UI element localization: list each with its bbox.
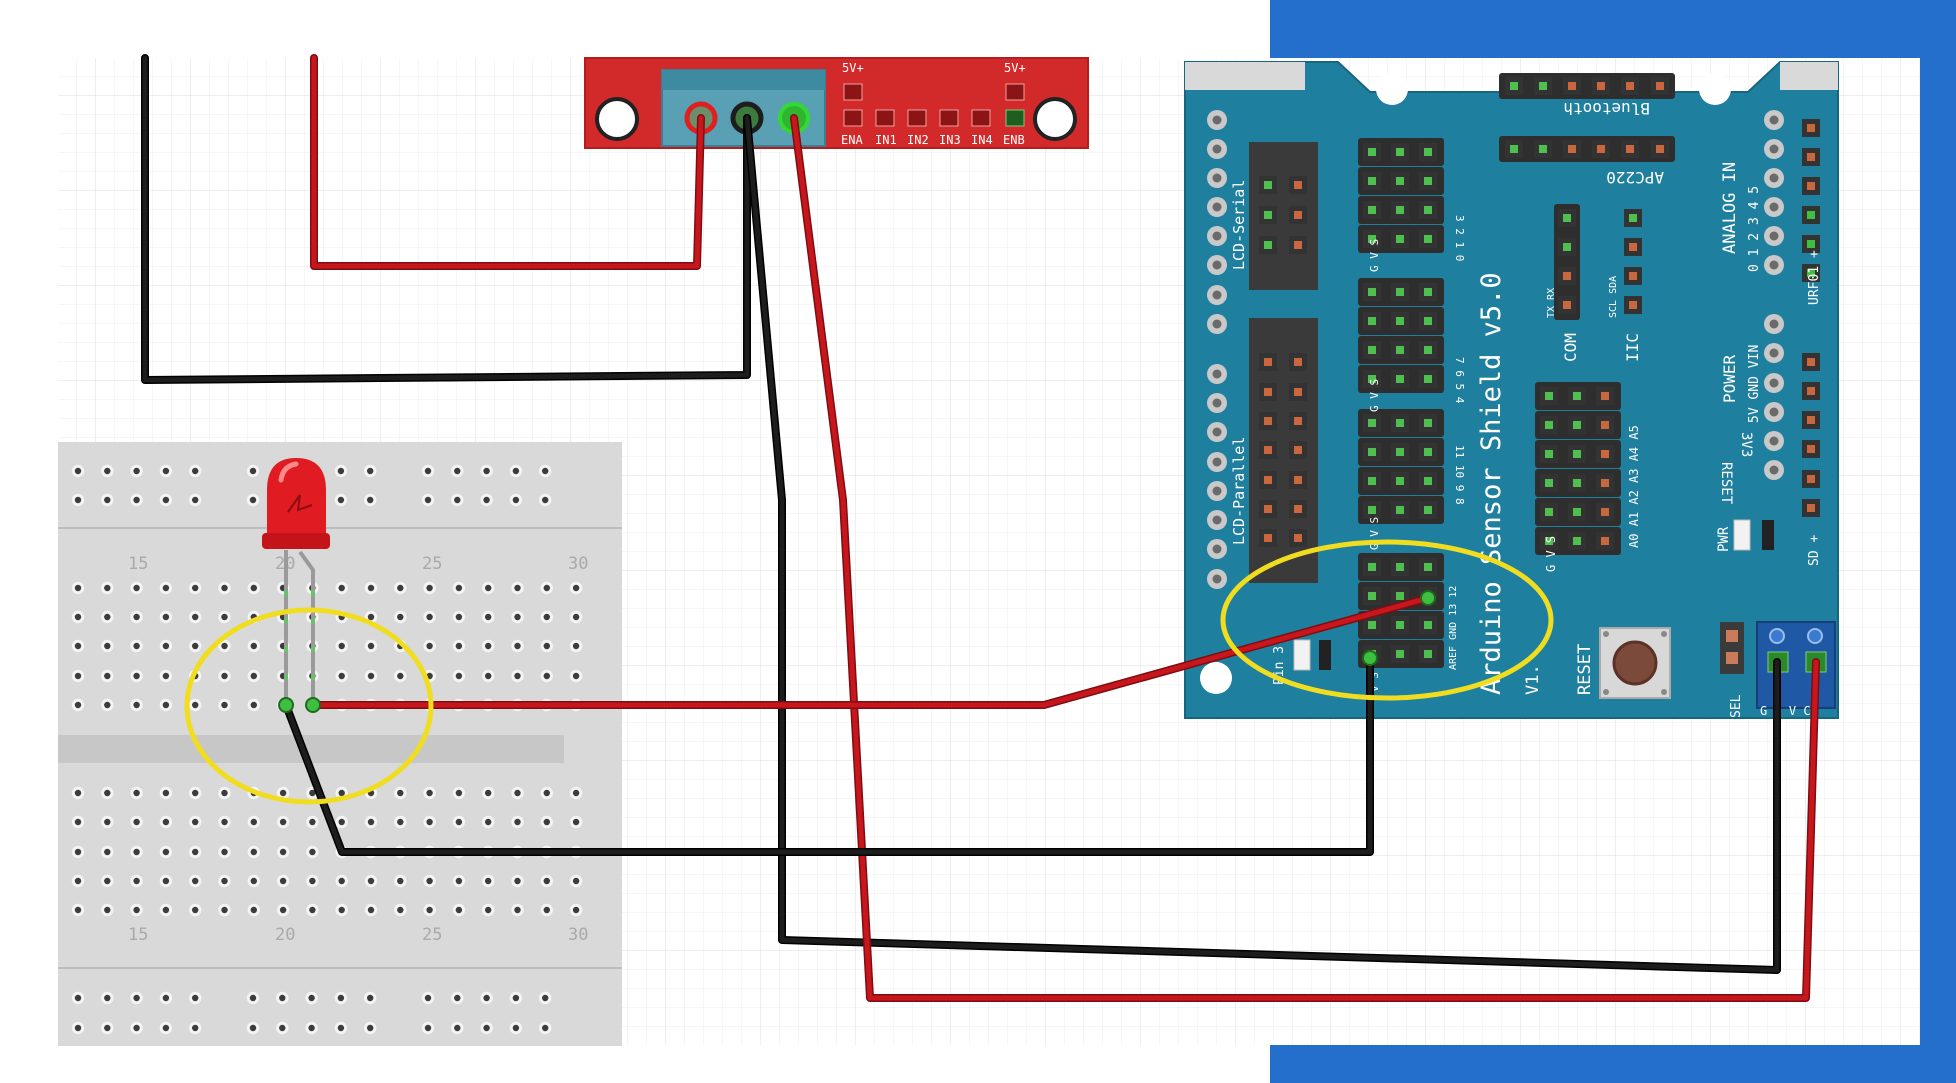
bb-col-label: 25	[422, 925, 442, 945]
com-iic-header	[1554, 204, 1642, 320]
driver-pin-label: IN3	[939, 133, 961, 147]
bluetooth-apc220-header	[1499, 73, 1675, 162]
digital-row-numbers: AREF GND 13 12	[1448, 586, 1459, 670]
shield-edge-holes	[1207, 110, 1227, 589]
driver-pin-label: ENA	[841, 133, 863, 147]
red-wire[interactable]	[309, 594, 1432, 709]
digital-row-numbers: 11 10 9 8	[1453, 445, 1466, 505]
gvs-label: G V S	[1544, 536, 1558, 572]
driver-pin-label: IN4	[971, 133, 993, 147]
shield-version: V1.	[1523, 664, 1543, 695]
reset-pin-label: RESET	[1718, 462, 1734, 505]
breadboard: 15 20 25 30 15 20 25 30	[58, 442, 622, 1046]
iic-label: IIC	[1623, 333, 1642, 362]
apc220-label: APC220	[1606, 168, 1664, 187]
analog-row-label: A0 A1 A2 A3 A4 A5	[1627, 425, 1641, 548]
wires	[141, 54, 1820, 1002]
power-label: POWER	[1720, 354, 1739, 403]
sd-label: SD +	[1807, 535, 1822, 566]
shield-right-holes	[1764, 110, 1820, 517]
accent-block-bottom	[1270, 1045, 1956, 1083]
pwr-label: PWR	[1716, 526, 1732, 552]
highlight-ellipse-led	[184, 607, 434, 805]
mount-hole-icon	[1376, 73, 1408, 105]
analog-in-label: ANALOG IN	[1720, 162, 1740, 254]
bb-col-label: 20	[275, 925, 295, 945]
reset-button[interactable]	[1599, 627, 1671, 699]
black-wire[interactable]	[282, 654, 1374, 856]
bb-col-label: 15	[128, 925, 148, 945]
pwr-led	[1733, 519, 1751, 551]
bluetooth-label: Bluetooth	[1563, 99, 1650, 118]
shield-title: Arduino Sensor Shield v5.0	[1476, 272, 1507, 695]
power-pins-label: 5V GND VIN	[1747, 345, 1762, 423]
v3-label: 3V3	[1738, 432, 1754, 457]
reset-button-label: RESET	[1575, 644, 1595, 695]
driver-5v-label: 5V+	[842, 61, 864, 75]
breadboard-center-channel	[58, 735, 564, 763]
digital-row-numbers: 7 6 5 4	[1453, 357, 1466, 404]
bb-col-label: 30	[568, 925, 588, 945]
driver-pin-label: IN2	[907, 133, 929, 147]
driver-5v-label: 5V+	[1004, 61, 1026, 75]
connection-point	[1420, 590, 1436, 606]
red-wire[interactable]	[790, 114, 1820, 1002]
breadboard-col-labels-bottom: 15 20 25 30	[128, 925, 588, 945]
digital-row-label: G V S	[1368, 379, 1381, 412]
connection-point	[305, 697, 321, 713]
bb-col-label: 15	[128, 554, 148, 574]
gvc-label: G D V C	[1760, 704, 1811, 718]
digital-row-label: G V S	[1368, 517, 1381, 550]
arduino-sensor-shield[interactable]: Arduino Sensor Shield v5.0 V1. LCD-Seria…	[1184, 61, 1839, 719]
lcd-serial-label: LCD-Serial	[1230, 180, 1248, 270]
driver-pin-label: ENB	[1003, 133, 1025, 147]
sel-jumper	[1720, 622, 1744, 674]
black-wire[interactable]	[141, 54, 751, 384]
mount-hole-icon	[1699, 73, 1731, 105]
lcd-parallel-label: LCD-Parallel	[1230, 437, 1248, 545]
red-wire[interactable]	[310, 54, 705, 270]
mount-hole-icon	[1033, 97, 1077, 141]
sel-label: SEL	[1729, 694, 1744, 718]
analog-numbers-label: 0 1 2 3 4 5	[1747, 186, 1762, 272]
com-label: COM	[1561, 333, 1580, 362]
red-led[interactable]	[262, 458, 330, 705]
pin13-led	[1293, 639, 1311, 671]
digital-row-label: G V S	[1368, 239, 1381, 272]
mount-hole-icon	[1200, 662, 1232, 694]
mount-hole-icon	[595, 97, 639, 141]
driver-pin-label: IN1	[875, 133, 897, 147]
com-pins-label: TX RX	[1546, 288, 1557, 318]
iic-pins-label: SCL SDA	[1608, 276, 1619, 318]
black-wire[interactable]	[743, 114, 1781, 974]
bb-col-label: 25	[422, 554, 442, 574]
connection-point	[278, 697, 294, 713]
analog-pin-header	[1535, 382, 1621, 555]
breadboard-col-labels-top: 15 20 25 30	[128, 554, 588, 574]
bb-col-label: 30	[568, 554, 588, 574]
digital-row-numbers: 3 2 1 0	[1453, 215, 1466, 261]
connection-point	[1362, 650, 1378, 666]
motor-driver-board[interactable]: 5V+ 5V+ ENA IN1 IN2 IN3 IN4 ENB	[584, 57, 1089, 149]
accent-block-top	[1270, 0, 1956, 58]
urf01-label: URF01 +	[1807, 250, 1822, 305]
highlight-ellipse-pin13	[1220, 539, 1554, 701]
accent-block-right	[1920, 0, 1956, 1083]
